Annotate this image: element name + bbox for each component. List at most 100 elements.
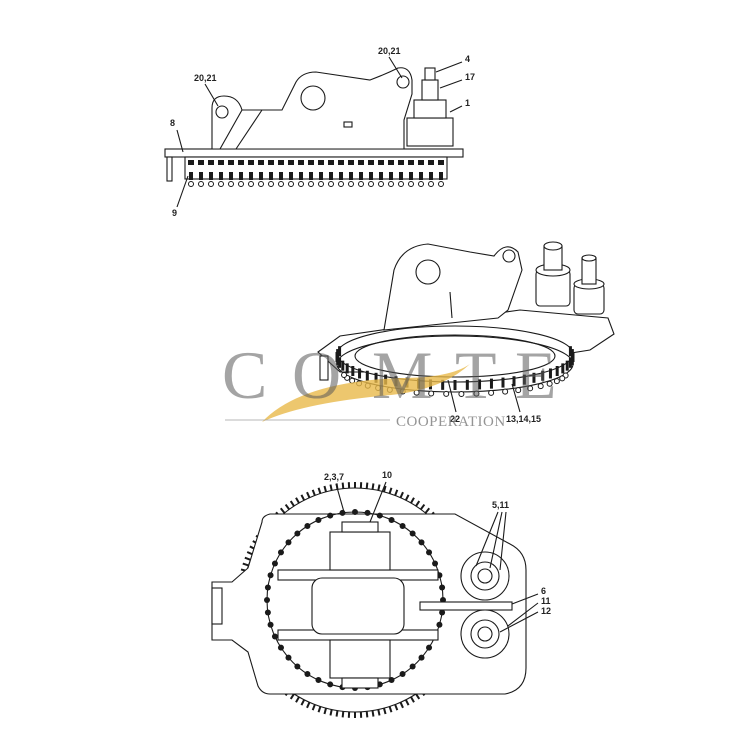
side-gear-tooth bbox=[208, 160, 214, 165]
side-bolt bbox=[359, 172, 363, 180]
top-bolt bbox=[388, 516, 395, 523]
watermark-letter-e: E bbox=[515, 337, 557, 413]
side-bolt-head bbox=[378, 181, 384, 187]
side-bolt bbox=[339, 172, 343, 180]
iso-gear-tooth bbox=[532, 372, 536, 383]
iso-bolt bbox=[546, 380, 553, 387]
side-gear-tooth bbox=[228, 160, 234, 165]
iso-bolt bbox=[443, 390, 450, 397]
top-gear-tooth bbox=[404, 699, 410, 706]
iso-gear-tooth bbox=[568, 346, 572, 357]
top-gear-tooth bbox=[323, 707, 327, 715]
iso-gear-tooth bbox=[489, 378, 493, 389]
top-gear-tooth bbox=[399, 491, 404, 499]
callout-20-21-left: 20,21 bbox=[194, 73, 217, 83]
callout-4: 4 bbox=[465, 54, 470, 64]
top-bolt bbox=[418, 539, 425, 546]
top-gear-tooth bbox=[329, 709, 333, 716]
side-gear-tooth bbox=[288, 160, 294, 165]
callout-11: 11 bbox=[541, 596, 551, 606]
side-gear-tooth bbox=[368, 160, 374, 165]
side-bolt-head bbox=[288, 181, 294, 187]
side-bolt bbox=[439, 172, 443, 180]
iso-gear-tooth bbox=[555, 366, 559, 376]
side-view: 20,21 20,21 4 17 1 8 9 bbox=[164, 46, 475, 218]
side-gear-tooth bbox=[318, 160, 324, 165]
side-bolt-head bbox=[268, 181, 274, 187]
iso-gear-tooth bbox=[345, 363, 349, 374]
iso-bolt bbox=[502, 388, 509, 395]
top-bolt bbox=[399, 522, 406, 529]
iso-gear-tooth bbox=[336, 349, 340, 360]
top-gear-tooth bbox=[295, 497, 300, 504]
side-bolt bbox=[419, 172, 423, 180]
top-gear-tooth bbox=[383, 485, 387, 493]
side-bolt bbox=[399, 172, 403, 180]
top-bolt bbox=[432, 560, 439, 567]
top-bolt bbox=[304, 671, 311, 678]
watermark-letter-c: C bbox=[222, 337, 267, 413]
top-gear-tooth bbox=[284, 503, 290, 510]
top-lower-block bbox=[329, 639, 391, 679]
iso-gear-tooth bbox=[541, 370, 545, 381]
watermark-letter-m: M bbox=[372, 337, 432, 413]
side-bolt-head bbox=[368, 181, 374, 187]
callout-1: 1 bbox=[465, 98, 470, 108]
iso-gear-tooth bbox=[561, 363, 565, 374]
iso-gear-tooth bbox=[453, 380, 457, 390]
top-bolt bbox=[315, 516, 322, 523]
top-gear-tooth bbox=[335, 710, 339, 717]
hose-fitting bbox=[424, 67, 436, 81]
callout-2-3-7: 2,3,7 bbox=[324, 472, 344, 482]
top-gear-tooth bbox=[371, 483, 375, 490]
side-bolt-head bbox=[398, 181, 404, 187]
top-gear-tooth bbox=[415, 693, 421, 700]
top-gear-tooth bbox=[317, 706, 322, 713]
side-gear-tooth bbox=[268, 160, 274, 165]
top-gear-tooth bbox=[394, 489, 399, 496]
top-gear-tooth bbox=[295, 696, 300, 703]
side-bolt-head bbox=[238, 181, 244, 187]
top-gear-tooth bbox=[394, 704, 399, 711]
side-gear-tooth bbox=[218, 160, 224, 165]
iso-bolt bbox=[341, 371, 348, 378]
top-bolt bbox=[327, 681, 334, 688]
side-bolt bbox=[249, 172, 253, 180]
callout-12: 12 bbox=[541, 606, 551, 616]
iso-gear-tooth bbox=[341, 360, 345, 371]
iso-bolt bbox=[488, 389, 495, 396]
side-bolt-head bbox=[278, 181, 284, 187]
iso-gear-tooth bbox=[512, 376, 516, 387]
top-bolt bbox=[439, 609, 446, 616]
callout-6: 6 bbox=[541, 586, 546, 596]
callout-22: 22 bbox=[450, 414, 460, 424]
iso-motor-1 bbox=[535, 241, 571, 307]
iso-bolt bbox=[527, 385, 534, 392]
iso-bolt bbox=[473, 390, 480, 397]
top-bolt bbox=[264, 609, 271, 616]
side-bolt-head bbox=[298, 181, 304, 187]
side-bolt-head bbox=[418, 181, 424, 187]
side-gear-tooth bbox=[408, 160, 414, 165]
top-gear-tooth bbox=[329, 484, 333, 491]
watermark-letter-t: T bbox=[455, 337, 497, 413]
side-bolt bbox=[199, 172, 203, 180]
top-gear-tooth bbox=[306, 491, 311, 499]
ring-gear-side bbox=[184, 156, 448, 180]
top-gear-tooth bbox=[289, 693, 295, 700]
iso-gear-tooth bbox=[570, 354, 574, 365]
top-bolt bbox=[352, 509, 358, 515]
iso-pin-hole bbox=[415, 259, 441, 285]
top-bolt bbox=[264, 597, 270, 603]
side-gear-tooth bbox=[298, 160, 304, 165]
callout-5-11: 5,11 bbox=[492, 500, 509, 510]
side-gear-tooth bbox=[398, 160, 404, 165]
watermark-subtitle: COOPERATION bbox=[396, 414, 506, 430]
iso-gear-tooth bbox=[570, 349, 574, 360]
side-bolt-head bbox=[258, 181, 264, 187]
base-plate bbox=[164, 148, 464, 158]
side-bolt bbox=[409, 172, 413, 180]
side-bolt-head bbox=[318, 181, 324, 187]
side-bolt-head bbox=[218, 181, 224, 187]
